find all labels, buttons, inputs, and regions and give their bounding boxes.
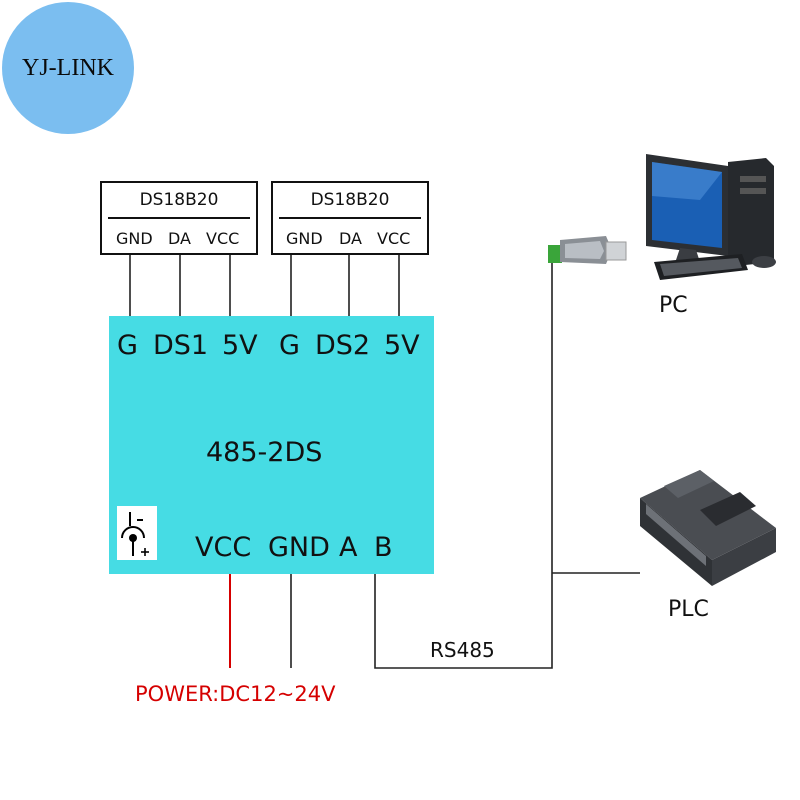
module-pin-ds2: DS2: [315, 330, 371, 361]
sensor-2-pin-vcc: VCC: [377, 229, 411, 248]
sensor-1-name: DS18B20: [139, 189, 219, 210]
sensor-1-pin-gnd: GND: [116, 229, 153, 248]
usb-rs485-adapter-icon: [548, 236, 627, 264]
sensor-2-pin-gnd: GND: [286, 229, 323, 248]
power-supply-label: POWER:DC12~24V: [135, 682, 336, 706]
brand-logo: YJ-LINK: [2, 2, 134, 134]
computer-icon: [646, 154, 776, 280]
module-pin-b: B: [374, 532, 393, 563]
wire-rs485-bus: [374, 253, 553, 669]
dc-power-jack-icon: [117, 506, 157, 560]
sensor-1-divider: [108, 217, 250, 219]
module-pin-g1: G: [117, 330, 138, 361]
sensor-ds18b20-2: DS18B20 GND DA VCC: [271, 181, 429, 255]
module-485-2ds: [109, 316, 434, 574]
plc-label: PLC: [668, 597, 709, 622]
module-pin-vcc: VCC: [195, 532, 252, 563]
rs485-bus-label: RS485: [430, 638, 495, 662]
pc-label: PC: [659, 293, 688, 318]
sensor-2-pin-da: DA: [339, 229, 362, 248]
sensor-2-divider: [279, 217, 421, 219]
module-pin-ds1: DS1: [153, 330, 209, 361]
sensor-ds18b20-1: DS18B20 GND DA VCC: [100, 181, 258, 255]
sensor-1-pin-vcc: VCC: [206, 229, 240, 248]
module-pin-5v2: 5V: [384, 330, 420, 361]
module-pin-5v1: 5V: [222, 330, 258, 361]
module-pin-a: A: [339, 532, 358, 563]
module-pin-g2: G: [279, 330, 300, 361]
module-title: 485-2DS: [206, 437, 323, 468]
plc-icon: [640, 470, 776, 586]
module-pin-gnd: GND: [268, 532, 330, 563]
sensor-2-name: DS18B20: [310, 189, 390, 210]
sensor-1-pin-da: DA: [168, 229, 191, 248]
brand-logo-text: YJ-LINK: [22, 54, 114, 81]
